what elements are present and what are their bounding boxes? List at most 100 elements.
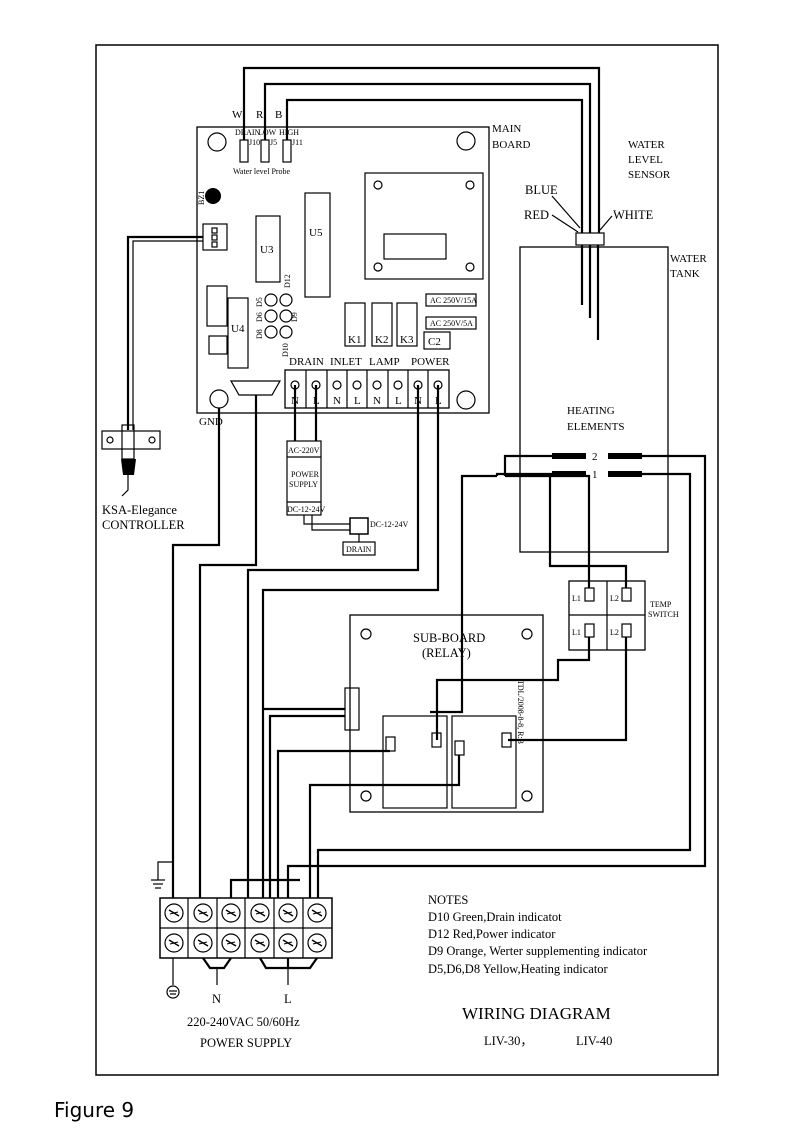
controller-lead [121, 475, 129, 497]
probe-pin-drain [239, 139, 249, 163]
heating-label: ELEMENTS [567, 421, 624, 433]
connector-pin [211, 234, 218, 241]
wire-controller [126, 235, 203, 430]
sub-board: SUB-BOARD (RELAY) TDL/2008-8-8, R:B [344, 614, 544, 813]
drain-pump-body [349, 517, 369, 535]
sensor-wire-white: WHITE [613, 208, 654, 222]
notes: NOTES D10 Green,Drain indicatot D12 Red,… [428, 893, 648, 976]
led-d12 [279, 293, 293, 307]
wire-ground [171, 408, 221, 898]
terminal-screw-slot [198, 911, 208, 915]
fuse-label: AC 250V/5A [430, 319, 473, 328]
transformer-pin [373, 262, 383, 272]
terminal-screw [393, 380, 403, 390]
water-level-probe-connector: W R B DRAIN LOW HIGH J10 J5 J11 Water le… [232, 109, 303, 176]
mount-hole [209, 389, 229, 409]
relay-k2 [371, 302, 393, 347]
temp-pin-label: L2 [610, 628, 619, 637]
chip-u3 [255, 215, 281, 283]
temp-pin-label: L1 [572, 594, 581, 603]
probe-pin-label: LOW [258, 128, 277, 137]
terminal-screw [352, 380, 362, 390]
terminal-screw [164, 903, 184, 923]
supply-label-n: N [212, 992, 221, 1006]
terminal-pin-label: N [333, 395, 341, 407]
led-label: D9 [290, 312, 299, 322]
sensor-head [575, 232, 605, 246]
relay-2 [451, 715, 517, 809]
drain-pump-label-box [342, 541, 376, 556]
sensor-wire-red: RED [524, 208, 549, 222]
terminal-group-lamp: LAMP [369, 356, 400, 368]
supply-label: POWER SUPPLY [200, 1036, 292, 1050]
connector-pin [211, 241, 218, 248]
gnd-label: GND [199, 416, 223, 428]
heating-elements: HEATING ELEMENTS 2 1 [286, 405, 707, 898]
leader-line [551, 195, 581, 229]
controller-label: CONTROLLER [102, 518, 185, 532]
capacitor-label: C2 [428, 336, 441, 348]
temp-switch: L1 L2 L1 L2 TEMP SWITCH [430, 474, 679, 742]
wire-controller [132, 240, 203, 430]
heating-label: HEATING [567, 405, 615, 417]
sensor-wire-blue: BLUE [525, 183, 558, 197]
terminal-screw [193, 903, 213, 923]
power-supply-output: DC-12-24V [287, 505, 325, 514]
probe-pin-code: J5 [270, 138, 277, 147]
ground-symbol [151, 861, 173, 889]
terminal-screw-slot [198, 941, 208, 945]
power-supply-input: AC-220V [288, 446, 320, 455]
terminal-group-drain: DRAIN [289, 356, 324, 368]
terminal-screw [307, 903, 327, 923]
terminal-screw [278, 933, 298, 953]
mount-hole [456, 131, 476, 151]
gnd-lug [229, 380, 282, 396]
transformer-pin [373, 180, 383, 190]
temp-switch-pin [621, 623, 632, 638]
probe-caption: Water level Probe [233, 167, 291, 176]
buzzer-label: BZ1 [197, 191, 206, 205]
wire-dc-out [311, 515, 350, 531]
water-tank-outline [519, 246, 669, 553]
small-connector [208, 335, 228, 355]
leader-line [599, 215, 613, 231]
terminal-screw [221, 903, 241, 923]
leader-line [551, 214, 579, 233]
wire-sub-board [268, 714, 345, 898]
mount-hole [360, 628, 372, 640]
relay-pin [385, 736, 396, 752]
terminal-screws [164, 903, 327, 953]
probe-label-w: W [232, 109, 243, 121]
temp-switch-pin [584, 587, 595, 602]
chip-label: U3 [260, 244, 274, 256]
terminal-screw [332, 380, 342, 390]
terminal-screw-slot [283, 911, 293, 915]
main-board: MAIN BOARD W R B DRAIN LOW HIGH J10 J5 J… [196, 109, 531, 428]
probe-pin-low [260, 139, 270, 163]
transformer-pin [465, 180, 475, 190]
main-board-label: BOARD [492, 139, 531, 151]
led-label: D10 [281, 343, 290, 357]
sensor-label: LEVEL [628, 154, 663, 166]
terminal-screw [193, 933, 213, 953]
figure-caption: Figure 9 [54, 1098, 134, 1122]
supply-label-l: L [284, 992, 292, 1006]
probe-pin-code: J10 [249, 138, 260, 147]
relay-label: K3 [400, 334, 414, 346]
terminal-screw [221, 933, 241, 953]
mount-hole [207, 132, 227, 152]
fuse [425, 293, 477, 307]
drain-pump: DRAIN DC-12-24V [342, 517, 408, 556]
wire-temp-relay [508, 637, 628, 742]
ground-terminal-icon [166, 985, 180, 999]
controller-neck [121, 424, 135, 460]
connector-pin [211, 227, 218, 234]
power-supply-label: SUPPLY [289, 480, 318, 489]
controller-screw [106, 436, 114, 444]
power-supply-label: POWER [291, 470, 320, 479]
notes-item: D9 Orange, Werter supplementing indicato… [428, 944, 648, 958]
controller-label: KSA-Elegance [102, 503, 177, 517]
terminal-screw [250, 903, 270, 923]
main-terminal-block [159, 897, 333, 959]
